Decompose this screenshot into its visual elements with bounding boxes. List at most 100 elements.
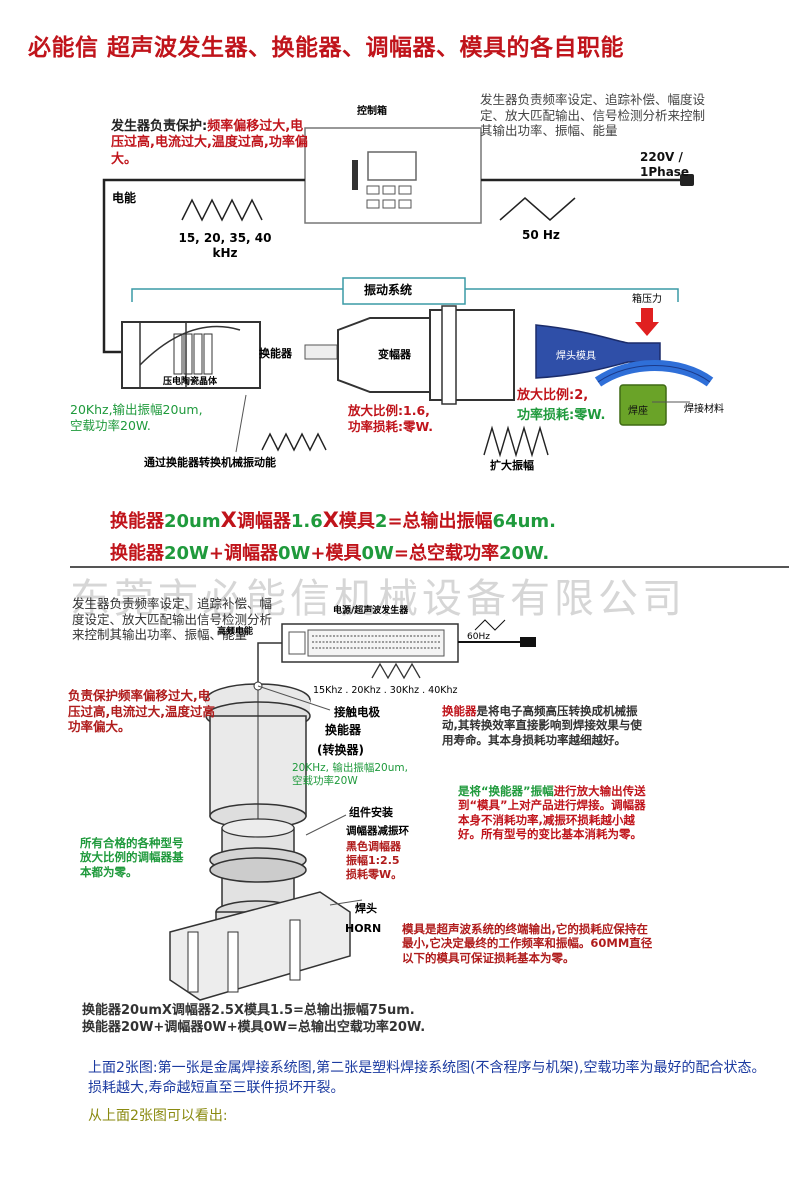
transducer-description-lead: 换能器 xyxy=(442,704,477,718)
control-box-button xyxy=(366,199,380,209)
high-frequency-wave-icon xyxy=(371,662,421,680)
power-supply-label: 220V / 1Phase xyxy=(640,150,690,179)
control-box-slot xyxy=(352,160,358,190)
horn-description-text: 是超声波系统的终端输出,它的损耗应保持在最小,它决定最终的工作频率和振幅。60M… xyxy=(402,922,653,965)
generator-function-note: 发生器负责频率设定、追踪补偿、幅度设定、放大匹配输出、信号检测分析来控制其输出功… xyxy=(480,92,706,139)
piezo-label: 压电陶瓷晶体 xyxy=(163,377,218,387)
horn-label-en: HORN xyxy=(345,922,382,935)
transducer-spec: 20Khz,输出振幅20um, 空载功率20W. xyxy=(70,402,203,433)
control-box-label: 控制箱 xyxy=(357,106,387,117)
generator-protection-note: 发生器负责保护:频率偏移过大,电压过高,电流过大,温度过高,功率偏大。 xyxy=(111,119,309,168)
amplitude-equation-2: 换能器20umX调幅器2.5X模具1.5=总输出振幅75um. xyxy=(82,1003,415,1018)
press-arrow-icon xyxy=(641,308,653,322)
contact-electrode-label: 接触电极 xyxy=(334,705,380,719)
press-label: 箱压力 xyxy=(632,294,662,305)
generator-function-note-2: 发生器负责频率设定、追踪补偿、幅度设定、放大匹配输出信号检测分析来控制其输出功率… xyxy=(72,596,273,643)
footer-summary: 上面2张图:第一张是金属焊接系统图,第二张是塑料焊接系统图(不含程序与机架),空… xyxy=(88,1060,766,1097)
transducer-description: 换能器是将电子高频高压转换成机械振动,其转换效率直接影响到焊接效果与使用寿命。其… xyxy=(442,704,652,747)
eq-value: 0W xyxy=(361,542,394,564)
control-box-screen xyxy=(367,151,417,181)
amplified-wave-icon xyxy=(483,425,549,458)
control-box-button xyxy=(398,199,412,209)
high-frequency-wave-icon xyxy=(181,198,263,222)
horn-description: 模具是超声波系统的终端输出,它的损耗应保持在最小,它决定最终的工作频率和振幅。6… xyxy=(402,922,657,965)
mains-wave-icon xyxy=(474,619,506,631)
generator-protection-text: 频率偏移过大,电压过高,电流过大,温度过高,功率偏大。 xyxy=(111,119,308,167)
weld-material-band xyxy=(594,360,714,387)
press-arrow-head xyxy=(635,322,659,336)
energy-cable xyxy=(102,178,305,354)
power-equation: 换能器20W+调幅器0W+模具0W=总空载功率20W. xyxy=(110,520,549,565)
eq-term: =总空载功率 xyxy=(393,542,499,564)
eq-value: 20W. xyxy=(498,542,550,564)
eq-operator: + xyxy=(310,542,326,564)
footer-conclusion: 从上面2张图可以看出: xyxy=(88,1108,228,1124)
control-box-button xyxy=(382,185,396,195)
plastic-horn xyxy=(169,891,351,1001)
weld-anvil xyxy=(619,384,667,426)
watermark: 东莞市必能信机械设备有限公司 xyxy=(70,576,686,622)
assembly-label: 组件安装 xyxy=(349,806,393,819)
power-plug-icon xyxy=(680,174,694,186)
section-divider xyxy=(70,566,789,568)
horn-spec-ratio: 放大比例:2, xyxy=(517,388,589,403)
eq-operator: X xyxy=(220,507,237,532)
weld-seat-label: 焊座 xyxy=(628,406,648,417)
control-box-button xyxy=(382,199,396,209)
eq-value: 20um xyxy=(164,510,221,532)
connecting-stud xyxy=(304,344,338,360)
generator-label: 电源/超声波发生器 xyxy=(333,606,409,616)
eq-value: 2 xyxy=(374,510,388,532)
horn-label: 焊头模具 xyxy=(556,351,596,362)
mains-frequency-wave-icon xyxy=(499,197,576,221)
booster-ring-label: 调幅器减振环 xyxy=(346,825,409,837)
eq-term: 调幅器 xyxy=(224,542,278,564)
converter-label: (转换器) xyxy=(317,743,364,757)
horn-description-lead: 模具 xyxy=(402,922,425,936)
generator-protection-note-2: 负责保护频率偏移过大,电压过高,电流过大,温度过高功率偏大。 xyxy=(68,688,215,735)
energy-label: 电能 xyxy=(112,191,137,205)
transducer-body xyxy=(121,321,261,389)
hf-energy-label: 高频电能 xyxy=(217,627,254,637)
power-equation-2: 换能器20W+调幅器0W+模具0W=总输出空载功率20W. xyxy=(82,1020,426,1035)
frequency-list: 15Khz . 20Khz . 30Khz . 40Khz xyxy=(313,685,458,696)
metal-welding-diagram xyxy=(102,127,714,458)
control-box-button xyxy=(366,185,380,195)
booster-label: 变幅器 xyxy=(378,348,411,361)
booster-spec: 放大比例:1.6, 功率损耗:零W. xyxy=(348,403,434,434)
page-title: 必能信 超声波发生器、换能器、调幅器、模具的各自职能 xyxy=(28,35,625,61)
weld-material-label: 焊接材料 xyxy=(684,404,724,415)
power-plug-icon xyxy=(520,637,536,647)
generator-protection-prefix: 发生器负责保护: xyxy=(111,119,208,134)
eq-value: 64um. xyxy=(492,510,557,532)
booster-description-lead: 是将“换能器”振幅 xyxy=(458,784,554,798)
eq-term: 模具 xyxy=(338,510,375,532)
vibration-system-box xyxy=(342,277,466,305)
transducer-spec-2: 20KHz, 输出振幅20um,空载功率20W xyxy=(292,762,408,788)
horn-label-cn: 焊头 xyxy=(355,902,377,915)
eq-value: 1.6 xyxy=(290,510,323,532)
transducer-label: 换能器 xyxy=(259,347,292,360)
convert-note: 通过换能器转换机械振动能 xyxy=(144,456,276,469)
qualified-booster-note: 所有合格的各种型号放大比例的调幅器基本都为零。 xyxy=(80,836,184,879)
plastic-welding-diagram xyxy=(169,619,536,1001)
transducer-label-2: 换能器 xyxy=(325,723,362,737)
booster-description-text: 进行放大输出传送到“模具”上对产品进行焊接。调幅器本身不消耗功率,减振环损耗越小… xyxy=(458,784,646,842)
amplify-note: 扩大振幅 xyxy=(490,459,534,472)
horn-spec-loss: 功率损耗:零W. xyxy=(517,408,606,423)
frequency-options-label: 15, 20, 35, 40 kHz xyxy=(178,231,272,260)
eq-operator: X xyxy=(322,507,339,532)
eq-term: 换能器 xyxy=(110,510,164,532)
booster-description: 是将“换能器”振幅进行放大输出传送到“模具”上对产品进行焊接。调幅器本身不消耗功… xyxy=(458,784,653,842)
transducer-description-text: 是将电子高频高压转换成机械振动,其转换效率直接影响到焊接效果与使用寿命。其本身损… xyxy=(442,704,642,747)
mains-frequency-label: 50 Hz xyxy=(522,228,560,242)
eq-term: 模具 xyxy=(325,542,362,564)
eq-value: 20W xyxy=(164,542,209,564)
eq-value: 0W xyxy=(278,542,311,564)
eq-term: 换能器 xyxy=(110,542,164,564)
vibration-wave-icon xyxy=(261,432,327,452)
amplitude-equation: 换能器20umX调幅器1.6X模具2=总输出振幅64um. xyxy=(110,484,556,533)
eq-operator: + xyxy=(208,542,224,564)
eq-term: 调幅器 xyxy=(236,510,291,532)
vibration-system-label: 振动系统 xyxy=(364,283,413,297)
